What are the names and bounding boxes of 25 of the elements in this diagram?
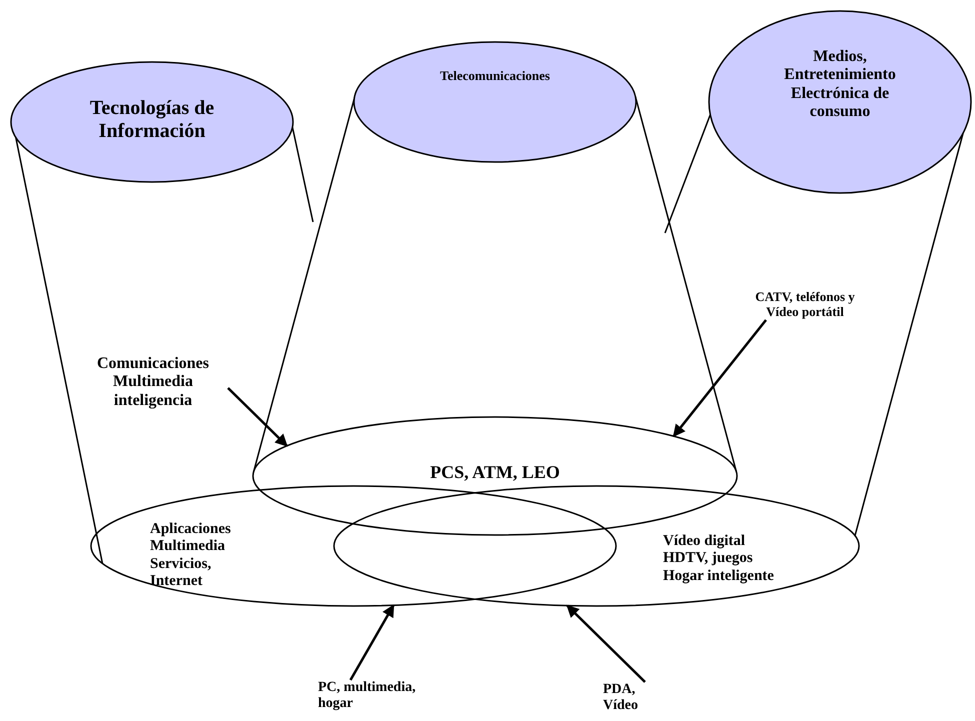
line xyxy=(854,132,964,536)
line xyxy=(15,137,104,564)
ellipse-label: PCS, ATM, LEO xyxy=(429,462,561,483)
ellipse-label: Aplicaciones Multimedia Servicios, Internet xyxy=(150,521,232,590)
line xyxy=(634,96,738,472)
annotation-text: Comunicaciones Multimedia inteligencia xyxy=(78,355,228,410)
annotation-text: PC, multimedia, hogar xyxy=(318,680,448,712)
ellipse xyxy=(708,10,972,194)
ellipse-label: Medios, Entretenimiento Electrónica de consumo xyxy=(783,48,897,122)
ellipse-label: Tecnologías de Información xyxy=(88,97,216,143)
arrow xyxy=(566,604,646,683)
line xyxy=(292,127,314,222)
ellipse xyxy=(90,485,617,607)
annotation-text: PDA, Vídeo xyxy=(603,682,663,714)
ellipse-label: Vídeo digital HDTV, juegos Hogar inteligente xyxy=(663,533,775,585)
arrow xyxy=(227,387,288,447)
arrow xyxy=(349,604,395,681)
line xyxy=(664,114,711,234)
arrow xyxy=(672,319,767,438)
ellipse xyxy=(333,485,860,607)
ellipse xyxy=(252,416,738,536)
ellipse xyxy=(353,41,637,163)
ellipse xyxy=(10,61,294,183)
annotation-text: CATV, teléfonos y Vídeo portátil xyxy=(740,290,870,320)
ellipse-label: Telecomunicaciones xyxy=(438,69,551,84)
